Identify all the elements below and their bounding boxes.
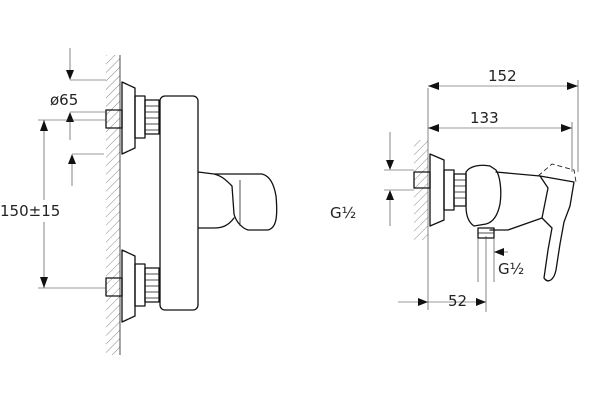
- inlet-thread-label: G½: [330, 204, 356, 222]
- lever-alt-position: [537, 163, 577, 183]
- side-view: 152 133 G½ G½: [330, 67, 579, 312]
- front-wall-hatch: [106, 55, 120, 355]
- side-wall-hatch: [414, 140, 428, 240]
- lower-flange: [105, 249, 160, 323]
- overall-length-label: 152: [488, 67, 517, 85]
- diameter-label: ø65: [50, 91, 78, 109]
- outlet-thread-label: G½: [498, 260, 524, 278]
- spacing-label: 150±15: [0, 202, 60, 220]
- front-view: ø65 150±15: [0, 48, 278, 355]
- mixer-body: [159, 95, 199, 311]
- mixer-handle: [197, 171, 278, 231]
- inlet-thread-dimension: G½: [330, 132, 414, 226]
- diameter-dimension: ø65: [50, 48, 106, 140]
- overall-length-dimension: 152: [428, 67, 579, 172]
- lower-side-marks: [68, 153, 104, 186]
- outlet-thread-dimension: G½: [477, 238, 524, 282]
- body-length-dimension: 133: [428, 109, 573, 172]
- side-body: [465, 164, 502, 227]
- side-lever: [539, 175, 575, 282]
- spacing-dimension: 150±15: [0, 119, 106, 289]
- wall-offset-dimension: 52: [398, 236, 487, 312]
- wall-offset-label: 52: [448, 292, 467, 310]
- body-length-label: 133: [470, 109, 499, 127]
- upper-flange: [105, 81, 160, 155]
